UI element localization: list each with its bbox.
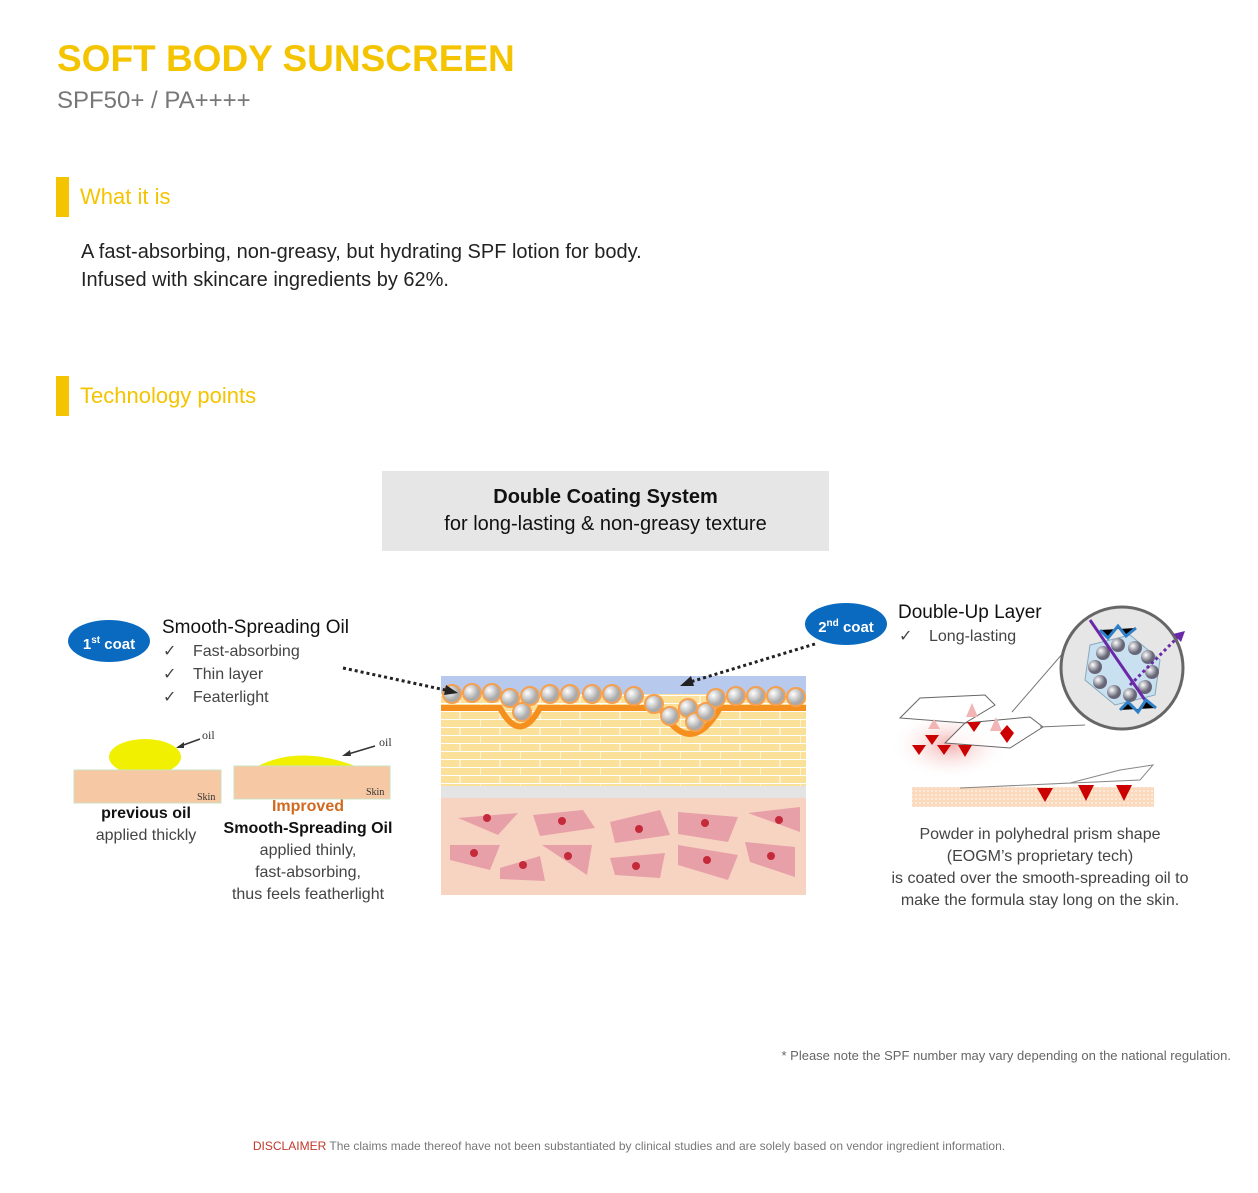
banner-title: Double Coating System [493,486,718,508]
technology-banner: Double Coating System for long-lasting &… [382,471,829,551]
badge-sup: st [91,635,101,646]
description-line: Infused with skincare ingredients by 62%… [81,269,449,291]
improved-desc: applied thinly, [259,842,357,859]
disclaimer-text: The claims made thereof have not been su… [326,1139,1006,1153]
coat2-desc-line: make the formula stay long on the skin. [900,892,1180,909]
oil-comparison-illustration: oil Skin oil Skin [73,728,392,804]
check-item: ✓ Long-lasting [899,625,1016,648]
check-label: Featerlight [193,689,269,706]
coat2-desc-line: is coated over the smooth-spreading oil … [891,870,1189,887]
coat1-title: Smooth-Spreading Oil [162,617,349,638]
improved-tag: Improved [271,798,344,815]
check-item: ✓ Featerlight [163,686,300,709]
coat2-desc-line: (EOGM’s proprietary tech) [946,848,1134,865]
page-subtitle: SPF50+ / PA++++ [57,87,251,114]
description-line: A fast-absorbing, non-greasy, but hydrat… [81,241,642,263]
oil-label: oil [379,735,392,749]
badge-sup: nd [826,618,839,629]
spf-footnote: * Please note the SPF number may vary de… [781,1048,1231,1063]
banner-subtitle: for long-lasting & non-greasy texture [444,513,767,535]
improved-desc: fast-absorbing, [255,864,361,881]
coat2-title: Double-Up Layer [898,602,1042,623]
check-label: Thin layer [193,666,264,683]
badge-number: 2 [818,619,827,636]
coat2-checklist: ✓ Long-lasting [899,625,1016,648]
check-item: ✓ Thin layer [163,663,300,686]
coat2-desc-line: Powder in polyhedral prism shape [919,826,1161,843]
check-icon: ✓ [899,628,913,645]
section-heading-what-it-is: What it is [56,177,170,217]
disclaimer: DISCLAIMER The claims made thereof have … [0,1139,1258,1153]
previous-oil-desc: applied thickly [95,827,197,844]
previous-oil-title: previous oil [101,805,191,822]
skin-label: Skin [366,787,384,798]
disclaimer-label: DISCLAIMER [252,1139,327,1153]
check-icon: ✓ [163,643,177,660]
badge-word: coat [104,636,136,653]
coat1-checklist: ✓ Fast-absorbing ✓ Thin layer ✓ Featerlight [163,640,300,709]
description: A fast-absorbing, non-greasy, but hydrat… [81,238,642,294]
improved-oil-caption: Improved Smooth-Spreading Oil applied th… [218,796,398,906]
badge-number: 1 [82,636,92,653]
skin-label: Skin [197,792,215,803]
page-title: SOFT BODY SUNSCREEN [57,38,515,79]
check-item: ✓ Fast-absorbing [163,640,300,663]
improved-title: Smooth-Spreading Oil [223,820,393,837]
previous-oil-caption: previous oil applied thickly [76,803,216,847]
first-coat-badge: 1st coat [68,620,150,662]
second-coat-badge: 2nd coat [805,603,887,645]
improved-desc: thus feels featherlight [231,886,385,903]
check-icon: ✓ [163,689,177,706]
check-icon: ✓ [163,666,177,683]
section-heading-technology: Technology points [56,376,256,416]
coat2-description: Powder in polyhedral prism shape (EOGM’s… [870,824,1210,912]
badge-word: coat [842,619,874,636]
oil-label: oil [202,728,215,742]
check-label: Fast-absorbing [193,643,300,660]
powder-prism-illustration [890,605,1185,807]
check-label: Long-lasting [929,628,1017,645]
skin-layer-diagram [342,642,816,895]
